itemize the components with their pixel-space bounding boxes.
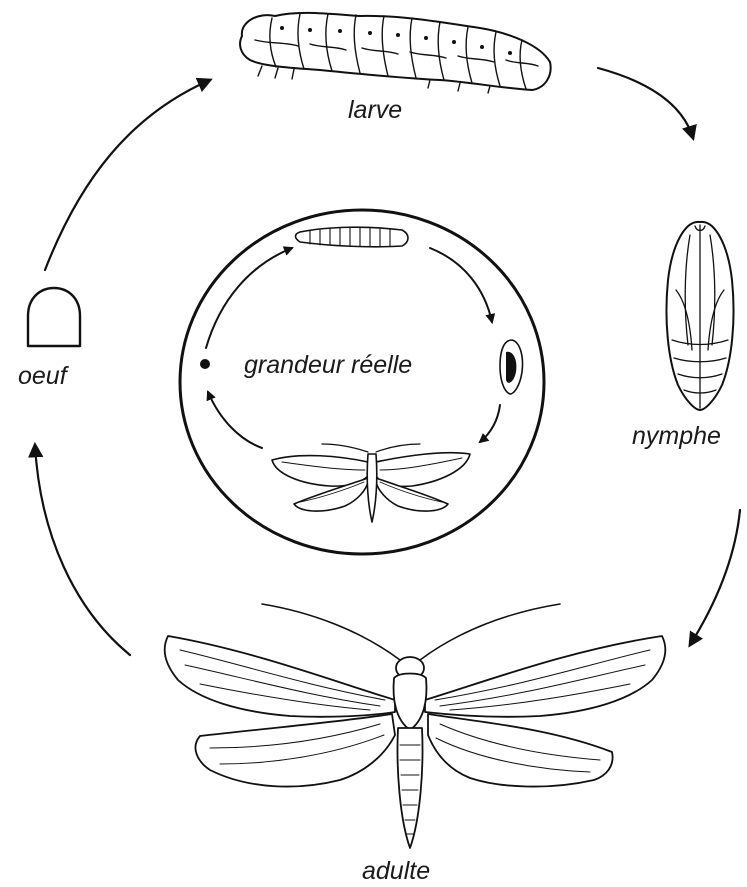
stage-label-larva: larve [348,96,402,124]
small-moth [272,444,470,522]
inner-arrow-larva-to-pupa [430,248,492,322]
adult-moth-illustration [165,604,666,848]
inner-arrow-egg-to-larva [206,248,292,348]
stage-label-adult: adulte [362,857,430,885]
small-larva [296,227,409,247]
arrow-pupa-to-adult [690,510,740,645]
larva-illustration [240,13,551,93]
actual-size-label: grandeur réelle [244,351,412,379]
actual-size-circle-border [180,210,544,554]
arrow-egg-to-larva [45,80,210,270]
arrow-larva-to-pupa [598,68,693,138]
inner-arrow-adult-to-egg [208,392,262,448]
small-pupa [500,340,523,394]
actual-size-circle: grandeur réelle [180,210,544,554]
egg-illustration [28,288,80,346]
arrow-adult-to-egg [35,445,130,655]
small-egg [200,359,210,369]
stage-label-pupa: nymphe [632,422,721,450]
inner-arrow-pupa-to-adult [480,405,500,442]
pupa-illustration [666,222,733,410]
stage-label-egg: oeuf [18,362,70,390]
